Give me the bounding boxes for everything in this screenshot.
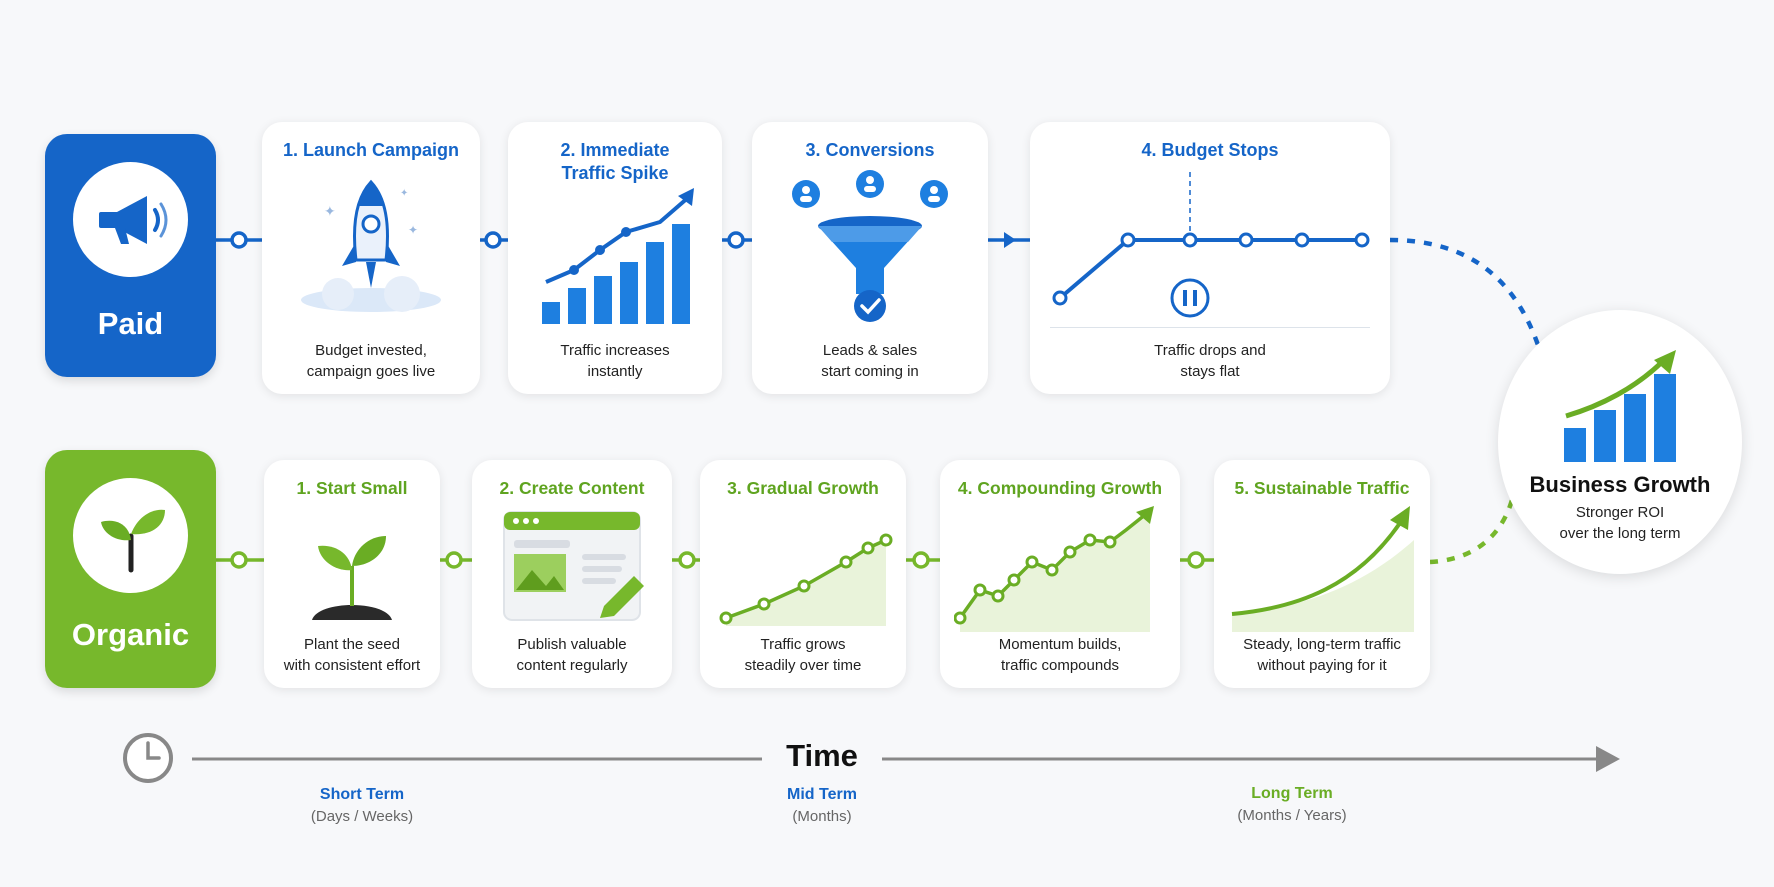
svg-text:✦: ✦: [324, 203, 336, 219]
people-icon: [792, 170, 948, 208]
pause-icon: [1170, 278, 1210, 318]
term-mid-range: (Months): [792, 808, 852, 825]
organic-step-4-card: 4. Compounding Growth Momentum builds,tr…: [940, 460, 1180, 688]
flat-line-chart-pause-icon: [1050, 172, 1370, 328]
paid-connector-dot-2: [484, 231, 502, 249]
paid-dashed-curve: [1389, 237, 1541, 346]
organic-dashed-curve: [1429, 499, 1515, 565]
growth-chart-icon: [1564, 350, 1676, 462]
organic-connector-dot-3: [678, 551, 696, 569]
upward-curve-chart-icon: [1231, 506, 1414, 632]
paid-lane-badge: Paid: [45, 134, 216, 377]
organic-connector-dot-1: [230, 551, 248, 569]
term-short-range: (Days / Weeks): [310, 808, 414, 825]
business-growth-title: Business Growth: [1529, 472, 1711, 497]
rocket-icon: ✦ ✦ ✦: [301, 179, 441, 312]
paid-step-2-card: 2. Immediate Traffic Spike Traffic incre…: [508, 122, 722, 394]
paid-step-3-title: 3. Conversions: [805, 140, 935, 160]
svg-text:✦: ✦: [408, 223, 418, 237]
term-mid-name: Mid Term: [787, 786, 857, 803]
paid-step-1-desc: Budget invested,campaign goes live: [306, 342, 436, 380]
seedling-icon: [312, 536, 392, 620]
term-long: Long Term (Months / Years): [1192, 785, 1392, 824]
paid-step-2-title: 2. Immediate Traffic Spike: [560, 140, 670, 183]
term-short-name: Short Term: [319, 786, 405, 803]
organic-step-4-desc: Momentum builds,traffic compounds: [998, 636, 1122, 674]
term-long-range: (Months / Years): [1237, 807, 1347, 824]
organic-connector-dot-5: [1187, 551, 1205, 569]
organic-connector-dot-2: [445, 551, 463, 569]
organic-step-2-title: 2. Create Content: [499, 478, 645, 498]
megaphone-icon: [98, 195, 167, 244]
organic-step-3-title: 3. Gradual Growth: [727, 478, 879, 498]
term-long-name: Long Term: [1251, 785, 1333, 802]
term-short: Short Term (Days / Weeks): [262, 786, 462, 825]
paid-connector-dot-1: [230, 231, 248, 249]
paid-label: Paid: [97, 306, 164, 341]
content-editor-icon: [503, 511, 644, 621]
organic-step-5-title: 5. Sustainable Traffic: [1234, 478, 1410, 498]
pencil-icon: [600, 576, 644, 618]
sprout-icon: [100, 509, 165, 572]
timeline-label: Time: [786, 738, 858, 773]
organic-step-5-card: 5. Sustainable Traffic Steady, long-term…: [1214, 460, 1430, 688]
svg-text:✦: ✦: [400, 188, 408, 199]
organic-lane-badge: Organic: [45, 450, 216, 688]
term-mid: Mid Term (Months): [722, 786, 922, 825]
funnel-icon: [792, 170, 948, 322]
rising-bar-chart-icon: [542, 188, 694, 324]
paid-connector-dot-3: [727, 231, 745, 249]
paid-connector-arrow: [1004, 232, 1016, 248]
gradual-line-chart-icon: [719, 533, 893, 626]
megaphone-disc: [73, 162, 188, 277]
timeline-arrowhead: [1596, 746, 1620, 772]
organic-label: Organic: [71, 617, 190, 652]
paid-step-1-title: 1. Launch Campaign: [282, 140, 460, 160]
organic-step-1-title: 1. Start Small: [296, 478, 408, 498]
organic-connector-dot-4: [912, 551, 930, 569]
sprout-disc: [73, 478, 188, 593]
organic-step-4-title: 4. Compounding Growth: [957, 478, 1163, 498]
paid-step-4-title: 4. Budget Stops: [1141, 140, 1279, 160]
compounding-line-chart-icon: [954, 506, 1154, 632]
paid-step-1-card: 1. Launch Campaign ✦ ✦ ✦ Budget invested…: [262, 122, 480, 394]
